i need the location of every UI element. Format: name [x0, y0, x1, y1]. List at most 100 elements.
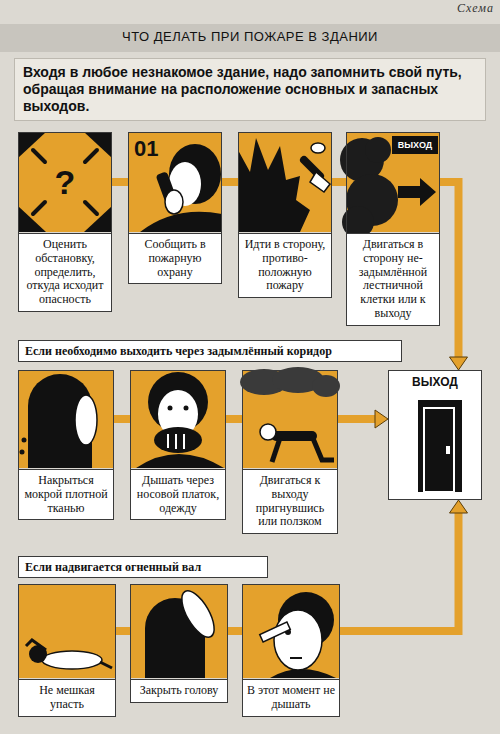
- danger-picture: [84, 206, 112, 232]
- exit-picture: [340, 132, 440, 238]
- exit-picture: [392, 136, 438, 154]
- fire-picture: [238, 138, 310, 232]
- lying-picture: [18, 584, 116, 678]
- step-panel: Двигаться к выходу пригнувшись или ползк…: [242, 370, 338, 534]
- intro-box: Входя в любое незнакомое здание, надо за…: [14, 58, 486, 121]
- connector: [222, 182, 238, 183]
- arrow-head: [450, 357, 468, 370]
- cover-head-picture: [130, 584, 228, 678]
- cover-head-picture: [145, 628, 205, 678]
- hold-breath-picture: [290, 657, 302, 659]
- danger-picture: [84, 132, 112, 158]
- step-caption: Идти в сторону, противо-положную пожару: [239, 233, 331, 297]
- lying-picture: [18, 584, 116, 678]
- connector: [114, 419, 130, 420]
- crawling-picture: [240, 367, 340, 468]
- hold-breath-picture: [270, 669, 336, 678]
- picture-label: 01: [134, 138, 158, 160]
- fire-picture: [310, 172, 330, 192]
- hold-breath-picture: [242, 584, 340, 678]
- handkerchief-picture: [183, 434, 185, 449]
- step-caption: Закрыть голову: [131, 679, 227, 702]
- connector: [440, 182, 468, 370]
- exit-door: [424, 408, 454, 492]
- danger-picture: [85, 202, 97, 214]
- picture-label: ВЫХОД: [392, 141, 438, 150]
- connector-line: [332, 178, 346, 186]
- picture-label: ?: [55, 165, 76, 199]
- danger-picture: [18, 132, 46, 158]
- danger-picture: [33, 150, 97, 214]
- handkerchief-picture: [130, 370, 226, 468]
- handkerchief-picture: [167, 434, 169, 448]
- arrow-head: [450, 500, 468, 513]
- step-panel: Двигаться в сторону не-задымлённой лестн…: [346, 132, 440, 326]
- connector-line: [114, 415, 130, 423]
- danger-picture: [33, 202, 45, 214]
- exit-door: [388, 370, 482, 500]
- arrow-head: [375, 410, 388, 428]
- wet-cloth-picture: [18, 370, 114, 468]
- wet-cloth-picture: [18, 370, 114, 468]
- node-text: ВЫХОД: [389, 375, 481, 389]
- step-panel: Не мешкая упасть: [18, 584, 116, 717]
- hold-breath-picture: [242, 584, 340, 678]
- step-panel: Оценить обстановку, определить, откуда и…: [18, 132, 112, 312]
- crawling-picture: [272, 438, 280, 462]
- connector-line: [228, 627, 242, 635]
- title-band: [0, 24, 500, 52]
- fire-picture: [238, 132, 332, 232]
- exit-door: [388, 370, 482, 500]
- connector-line: [112, 178, 128, 186]
- connector: [116, 631, 130, 632]
- danger-picture: [18, 132, 112, 232]
- crawling-picture: [312, 375, 340, 397]
- step-caption: Накрыться мокрой плотной тканью: [19, 469, 113, 519]
- picture-label: Схема: [457, 1, 494, 15]
- connector: [338, 410, 388, 428]
- step-panel: Сообщить в пожарную охрану: [128, 132, 222, 284]
- step-caption: Сообщить в пожарную охрану: [129, 233, 221, 283]
- phone-picture: [140, 212, 222, 232]
- connector: [226, 419, 242, 420]
- danger-picture: [18, 206, 46, 232]
- handkerchief-picture: [175, 434, 177, 449]
- danger-picture: [33, 150, 45, 162]
- danger-picture: [18, 132, 112, 232]
- step-caption: В этот момент не дышать: [243, 679, 339, 716]
- crawling-picture: [260, 424, 276, 440]
- node-text: Если надвигается огненный вал: [25, 560, 261, 574]
- exit-picture: [398, 178, 436, 206]
- step-caption: Оценить обстановку, определить, откуда и…: [19, 233, 111, 311]
- connector: [340, 500, 468, 631]
- exit-door: [446, 446, 450, 454]
- condition-band: Если необходимо выходить через задымлённ…: [18, 340, 402, 362]
- step-caption: Дышать через носовой платок, одежду: [131, 469, 225, 519]
- exit-box: ВЫХОД: [388, 370, 482, 500]
- phone-picture: [128, 132, 222, 232]
- step-panel: В этот момент не дышать: [242, 584, 340, 717]
- handkerchief-picture: [130, 370, 226, 468]
- handkerchief-picture: [184, 406, 189, 411]
- exit-door: [418, 400, 462, 492]
- connector: [228, 631, 242, 632]
- phone-picture: [165, 190, 183, 214]
- cover-head-picture: [175, 586, 220, 642]
- connector-line: [226, 415, 242, 423]
- node-text: Если необходимо выходить через задымлённ…: [25, 344, 395, 358]
- lying-picture: [26, 640, 46, 650]
- step-caption: Не мешкая упасть: [19, 679, 115, 716]
- connector-line: [440, 182, 459, 358]
- node-text: Входя в любое незнакомое здание, надо за…: [23, 64, 477, 115]
- connector-line: [222, 178, 238, 186]
- phone-picture: [128, 132, 222, 232]
- danger-picture: [85, 150, 97, 162]
- fire-picture: [311, 143, 325, 153]
- step-panel: Накрыться мокрой плотной тканью: [18, 370, 114, 520]
- handkerchief-picture: [136, 454, 224, 468]
- wet-cloth-picture: [22, 438, 27, 443]
- connector-line: [338, 415, 376, 423]
- connector: [112, 182, 128, 183]
- step-caption: Двигаться в сторону не-задымлённой лестн…: [347, 233, 439, 325]
- connector-line: [116, 627, 130, 635]
